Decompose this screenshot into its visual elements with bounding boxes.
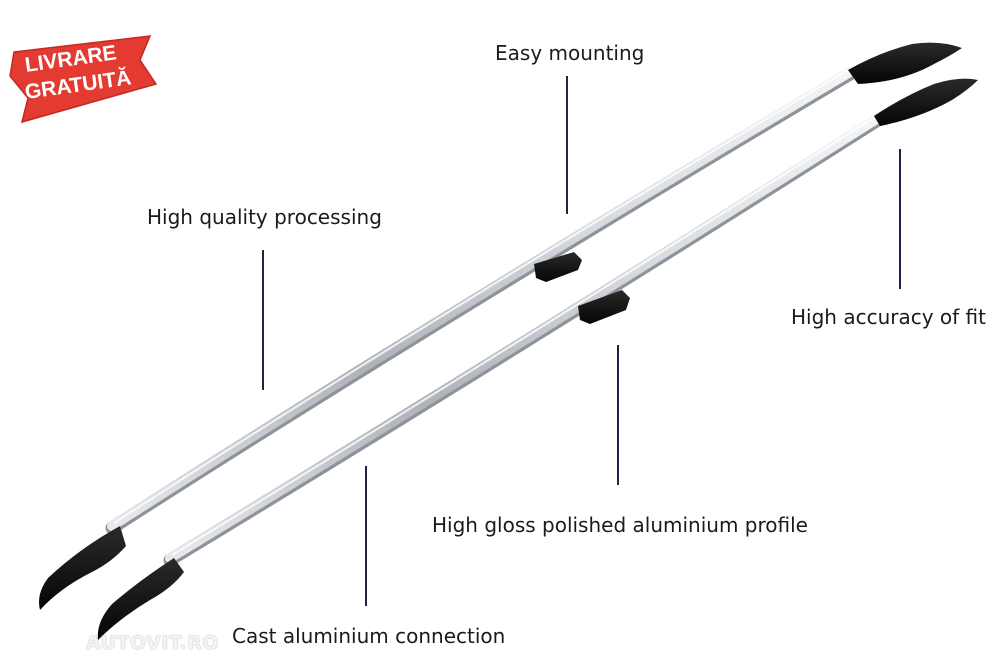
callout-high-accuracy-of-fit: High accuracy of fit — [791, 305, 986, 329]
callout-high-gloss-polished-profile: High gloss polished aluminium profile — [432, 513, 808, 537]
leader-high-quality-processing — [262, 250, 264, 390]
leader-high-accuracy-of-fit — [899, 149, 901, 289]
callout-cast-aluminium-connection: Cast aluminium connection — [232, 624, 506, 648]
rear-rail-front-cap — [39, 526, 126, 610]
front-roof-rail — [97, 78, 978, 640]
leader-easy-mounting — [566, 76, 568, 214]
free-shipping-badge: LIVRARE GRATUITĂ — [9, 35, 158, 124]
callout-high-quality-processing: High quality processing — [147, 205, 382, 229]
leader-high-gloss-polished-profile — [617, 345, 619, 485]
callout-easy-mounting: Easy mounting — [495, 41, 645, 65]
leader-cast-aluminium-connection — [365, 466, 367, 606]
front-rail-front-cap — [97, 558, 184, 640]
rear-roof-rail — [39, 42, 962, 610]
watermark: AUTOVIT.RO — [86, 632, 219, 654]
rear-rail-mounting-foot — [534, 252, 582, 282]
front-rail-rear-cap — [874, 78, 978, 126]
front-rail-mounting-foot — [578, 290, 630, 324]
rear-rail-rear-cap — [848, 42, 962, 84]
